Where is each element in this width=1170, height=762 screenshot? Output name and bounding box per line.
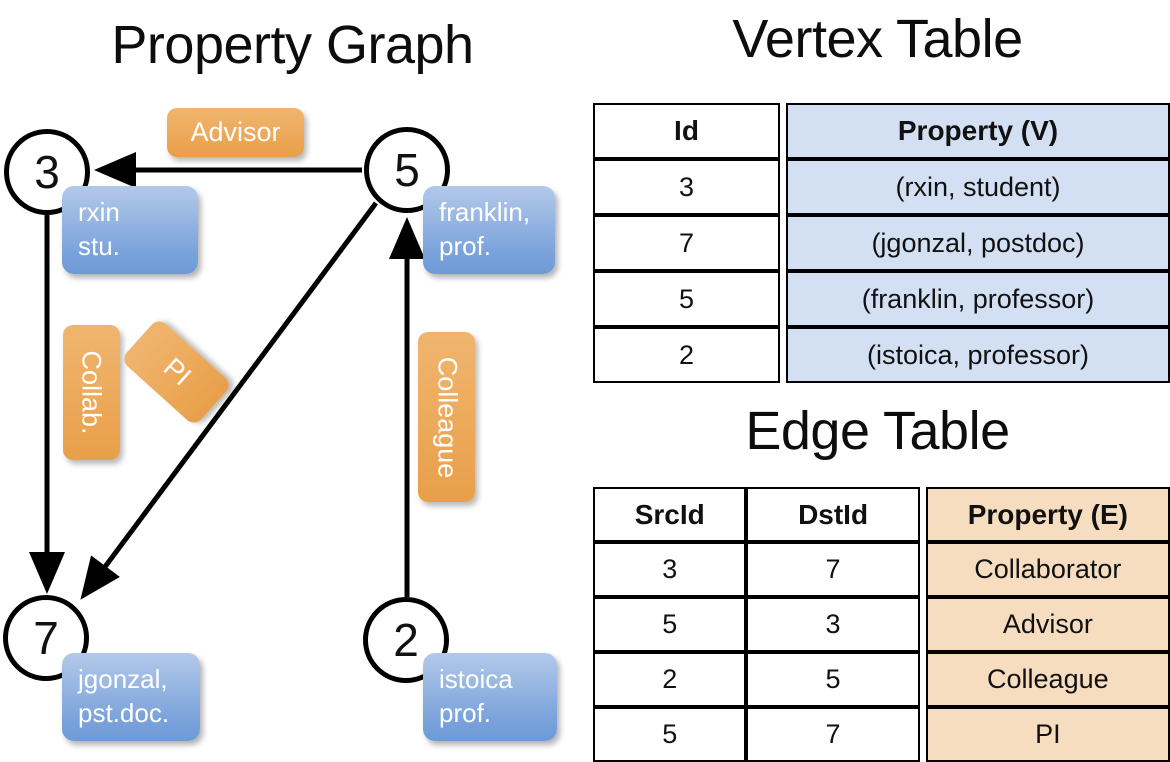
edge-cell-dstid: 3 [746, 597, 920, 652]
vertex-property-box-istoica[interactable]: istoica prof. [423, 653, 557, 741]
vertex-property-line1: jgonzal, [78, 664, 168, 694]
vertex-cell-property: (rxin, student) [786, 159, 1170, 215]
vertex-header-id: Id [593, 103, 780, 159]
column-gap [780, 271, 786, 327]
edge-header-property: Property (E) [925, 487, 1170, 542]
column-gap [919, 542, 926, 597]
edge-cell-srcid: 5 [593, 597, 747, 652]
table-row: 2 (istoica, professor) [593, 327, 1170, 383]
edge-header-srcid: SrcId [593, 487, 747, 542]
table-row: 2 5 Colleague [593, 652, 1170, 707]
column-gap [780, 327, 786, 383]
table-header-row: Id Property (V) [593, 103, 1170, 159]
page-title-property-graph: Property Graph [111, 15, 474, 75]
table-row: 5 (franklin, professor) [593, 271, 1170, 327]
vertex-property-box-jgonzal[interactable]: jgonzal, pst.doc. [62, 653, 200, 741]
table-row: 3 (rxin, student) [593, 159, 1170, 215]
column-gap [919, 597, 926, 652]
edge-cell-property: PI [925, 707, 1170, 762]
edge-cell-property: Collaborator [925, 542, 1170, 597]
vertex-cell-property: (franklin, professor) [786, 271, 1170, 327]
vertex-cell-id: 3 [593, 159, 780, 215]
vertex-cell-property: (istoica, professor) [786, 327, 1170, 383]
vertex-property-line2: pst.doc. [78, 697, 170, 728]
vertex-cell-id: 5 [593, 271, 780, 327]
vertex-header-property: Property (V) [786, 103, 1170, 159]
vertex-table: Id Property (V) 3 (rxin, student) 7 (jgo… [593, 103, 1170, 383]
edge-cell-srcid: 5 [593, 707, 747, 762]
table-row: 5 3 Advisor [593, 597, 1170, 652]
edge-cell-dstid: 5 [746, 652, 920, 707]
column-gap [780, 159, 786, 215]
edge-cell-dstid: 7 [746, 707, 920, 762]
vertex-property-line2: prof. [439, 697, 492, 728]
edge-cell-srcid: 3 [593, 542, 747, 597]
column-gap [919, 707, 926, 762]
vertex-property-box-franklin[interactable]: franklin, prof. [423, 186, 555, 274]
column-gap [780, 103, 786, 159]
table-header-row: SrcId DstId Property (E) [593, 487, 1170, 542]
edge-cell-property: Colleague [925, 652, 1170, 707]
vertex-property-box-rxin[interactable]: rxin stu. [62, 186, 198, 274]
edge-label-collab-text: Collab. [77, 350, 108, 435]
column-gap [919, 652, 926, 707]
vertex-cell-property: (jgonzal, postdoc) [786, 215, 1170, 271]
graph-edges-svg [28, 151, 426, 600]
vertex-property-line2: stu. [78, 230, 120, 261]
vertex-cell-id: 7 [593, 215, 780, 271]
vertex-property-line1: franklin, [439, 197, 531, 227]
edge-header-dstid: DstId [746, 487, 920, 542]
edge-table: SrcId DstId Property (E) 3 7 Collaborato… [593, 487, 1170, 762]
vertex-property-line2: prof. [439, 230, 492, 261]
edge-cell-srcid: 2 [593, 652, 747, 707]
edge-label-colleague[interactable]: Colleague [418, 332, 475, 502]
edge-cell-property: Advisor [925, 597, 1170, 652]
table-row: 5 7 PI [593, 707, 1170, 762]
vertex-property-line1: istoica [439, 664, 513, 694]
edge-line-pi [80, 201, 379, 600]
page-title-edge-table: Edge Table [745, 401, 1010, 461]
table-row: 3 7 Collaborator [593, 542, 1170, 597]
edge-label-pi-text: PI [157, 351, 197, 392]
edge-label-colleague-text: Colleague [432, 356, 462, 478]
edge-cell-dstid: 7 [746, 542, 920, 597]
edge-label-advisor[interactable]: Advisor [167, 108, 304, 157]
graph-node-5[interactable]: 5 [364, 127, 450, 213]
property-graph-diagram: 3 5 7 2 rxin stu. franklin, prof. jgonza… [0, 0, 585, 760]
page-title-vertex-table: Vertex Table [732, 9, 1023, 69]
vertex-cell-id: 2 [593, 327, 780, 383]
vertex-property-line1: rxin [78, 197, 120, 227]
edge-label-collab[interactable]: Collab. [63, 325, 120, 460]
column-gap [780, 215, 786, 271]
column-gap [919, 487, 926, 542]
graph-node-2[interactable]: 2 [363, 597, 449, 683]
table-row: 7 (jgonzal, postdoc) [593, 215, 1170, 271]
